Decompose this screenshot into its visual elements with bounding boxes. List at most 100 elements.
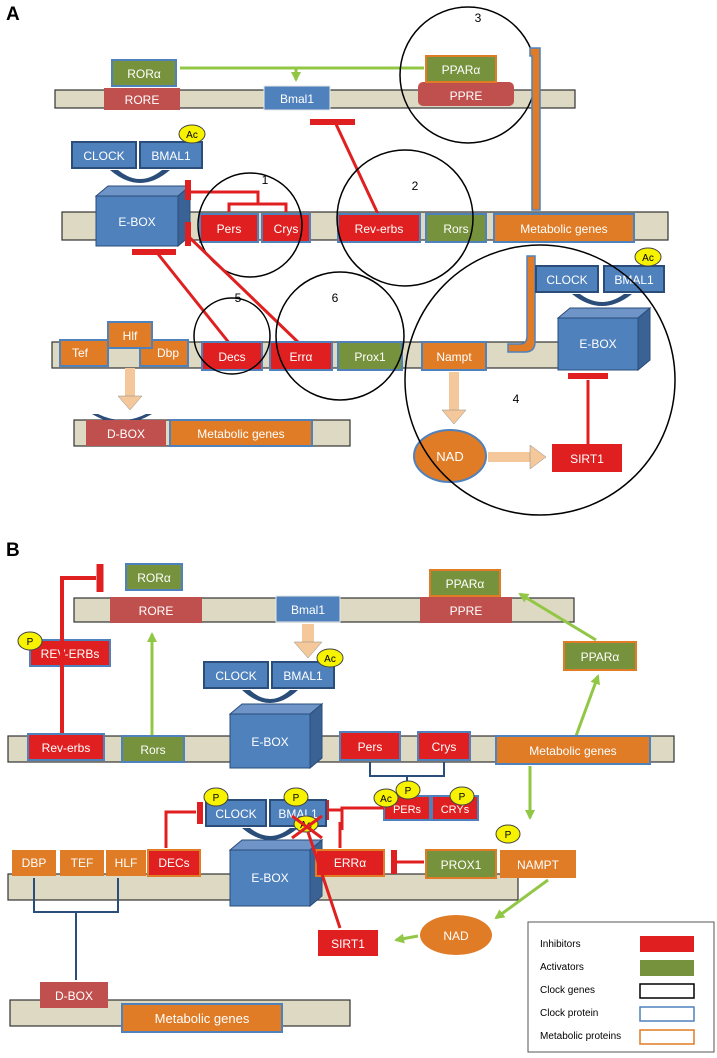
phospho-label-clock: P	[213, 793, 220, 804]
panel-a-label: A	[6, 4, 20, 25]
metabolic-genes-label-a: Metabolic genes	[520, 222, 607, 236]
ac-label-a2: Ac	[642, 253, 654, 264]
legend-activators-label: Activators	[540, 962, 584, 973]
hlf-box-b	[106, 850, 146, 876]
ebox-front-b	[229, 713, 311, 769]
ebox-cradle-b	[242, 690, 298, 703]
sirt1-box-b	[318, 930, 378, 956]
tan-arrow-head-nampt	[441, 409, 467, 425]
decs-label-a: Decs	[218, 350, 245, 364]
ppre-label-b: PPRE	[450, 604, 483, 618]
pers-gene-label-b: Pers	[358, 740, 383, 754]
bmal1-label-b: BMAL1	[283, 669, 323, 683]
panel-b-label: B	[6, 540, 20, 561]
inhibitor-line-decs	[156, 253, 232, 345]
dbox-box-b	[40, 982, 108, 1008]
nad-label-a: NAD	[436, 449, 463, 464]
rev-erbs-gene-label-b: Rev-erbs	[42, 741, 91, 755]
dbp-label-b: DBP	[22, 856, 47, 870]
sirt1-label-a: SIRT1	[570, 452, 604, 466]
bmal1-gene-box	[263, 85, 331, 111]
clock-label-a2: CLOCK	[546, 273, 587, 287]
nampt-box-b	[500, 850, 576, 878]
rev-erbs-box-a	[337, 213, 421, 243]
metabolic-genes-label-b2: Metabolic genes	[155, 1011, 250, 1026]
legend-clock-genes-swatch	[639, 983, 695, 999]
err-alpha-label-b: ERRα	[334, 856, 366, 870]
clock-box-a	[71, 141, 137, 169]
circle-4	[404, 244, 676, 516]
clock-box-a2	[535, 265, 599, 293]
rev-erbs-gene-box-b	[27, 733, 105, 761]
circle-5-number: 5	[235, 291, 242, 305]
metabolic-genes-box-b2	[121, 1003, 283, 1033]
dbox-label-a: D-BOX	[107, 427, 145, 441]
ebox-cradle-a	[110, 170, 170, 183]
tef-label-b: TEF	[71, 856, 94, 870]
inhibitor-line-erra	[188, 236, 302, 346]
sirt1-box-a	[552, 444, 622, 472]
clock-label-b2: CLOCK	[215, 807, 256, 821]
ror-alpha-label-b: RORα	[137, 571, 171, 585]
ebox-top-a2	[556, 307, 652, 319]
phospho-label-bmal1: P	[293, 793, 300, 804]
ebox-label-b2: E-BOX	[251, 871, 288, 885]
crys-protein-label-b: CRYs	[441, 804, 470, 816]
phospho-badge-reverbs	[17, 631, 43, 651]
metabolic-genes-label-b: Metabolic genes	[529, 744, 616, 758]
metabolic-genes-box-a	[493, 213, 635, 243]
circle-1-number: 1	[262, 173, 269, 187]
phospho-label-pers: P	[405, 786, 412, 797]
ppar-alpha-protein-label-b: PPARα	[581, 650, 620, 664]
pers-protein-label-b: PERs	[393, 804, 422, 816]
bmal1-gene-label: Bmal1	[280, 92, 314, 106]
legend: Inhibitors Activators Clock genes Clock …	[527, 921, 715, 1053]
clock-label-a: CLOCK	[83, 149, 124, 163]
ebox-side-b	[309, 702, 323, 770]
pers-label-a: Pers	[217, 222, 242, 236]
circle-2	[336, 149, 474, 287]
metabolic-genes-box-a2	[169, 419, 313, 447]
bmal1-box-a2	[603, 265, 665, 293]
circle-1	[197, 172, 303, 278]
ebox-label-a2: E-BOX	[579, 337, 616, 351]
decs-box-b	[147, 849, 201, 877]
ac-badge-b	[316, 648, 344, 668]
ppar-alpha-box-b	[429, 569, 501, 597]
sirt1-label-b: SIRT1	[331, 937, 365, 951]
ppar-alpha-label: PPARα	[442, 63, 481, 77]
activation-arrow-metab-ppar	[574, 674, 600, 737]
bracket-dbp-hlf	[33, 878, 119, 980]
inhibitor-line-sirt1-bmal1	[306, 831, 342, 929]
circle-5	[193, 297, 271, 375]
activation-arrow-ppar-ppre	[518, 592, 597, 642]
tan-arrow-head-a	[117, 395, 143, 411]
hlf-label-a: Hlf	[123, 329, 138, 343]
phospho-badge-bmal1	[283, 787, 309, 807]
nad-ellipse-a	[413, 429, 487, 483]
prox1-label-a: Prox1	[354, 350, 386, 364]
legend-clock-protein-swatch	[639, 1006, 695, 1022]
ac-badge-pers	[373, 788, 399, 808]
metabolic-genes-box-b	[495, 735, 651, 765]
legend-metabolic-proteins-label: Metabolic proteins	[540, 1031, 621, 1042]
hlf-label-b: HLF	[115, 856, 138, 870]
decs-label-b: DECs	[158, 856, 189, 870]
ebox-front-b2	[229, 849, 311, 907]
metabolic-genes-label-a2: Metabolic genes	[197, 427, 284, 441]
pers-gene-box-b	[339, 731, 401, 761]
prox1-box-b	[425, 849, 497, 879]
rev-erbs-label-a: Rev-erbs	[355, 222, 404, 236]
ppar-alpha-protein-box-b	[563, 641, 637, 671]
ac-label-pers: Ac	[380, 794, 392, 805]
rev-erbs-protein-label-b: REV-ERBs	[41, 647, 100, 661]
orange-hook-nampt	[507, 255, 536, 353]
legend-activators-swatch	[640, 960, 694, 976]
ebox-side-a2	[637, 306, 651, 372]
bmal1-gene-box-b	[275, 595, 341, 623]
ror-alpha-label: RORα	[127, 67, 161, 81]
legend-metabolic-proteins-swatch	[639, 1029, 695, 1045]
ac-badge-bmal1-b2	[293, 815, 319, 833]
err-alpha-box-b	[315, 849, 385, 877]
